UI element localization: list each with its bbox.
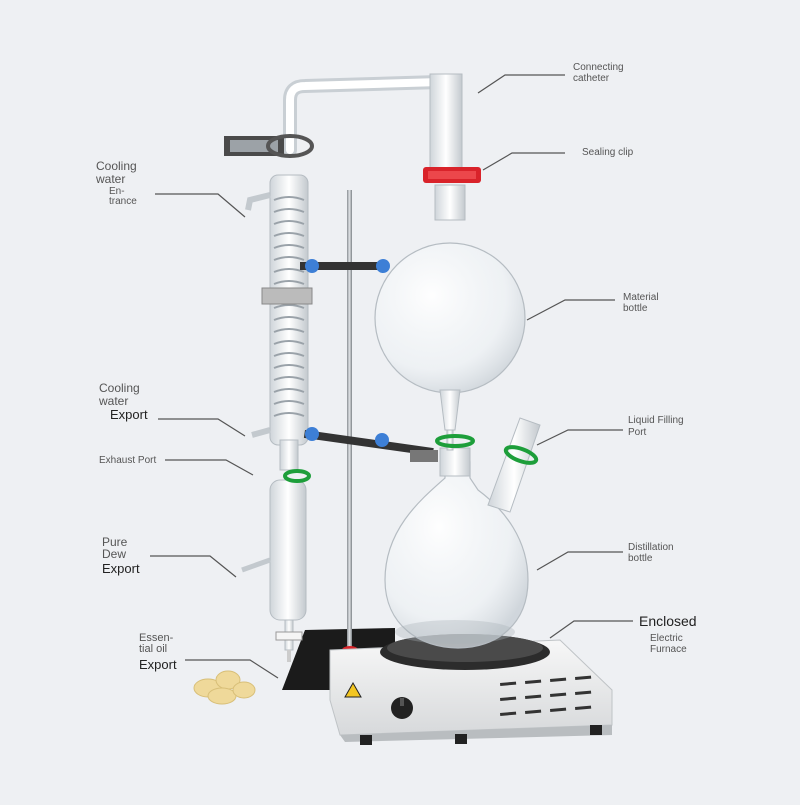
liquid-filling-port	[487, 417, 541, 513]
exhaust-port-label: Exhaust Port	[99, 455, 157, 466]
essential-oil-export-label: Essen- tial oil Export	[139, 632, 177, 672]
distillation-bottle-label: Distillation bottle	[628, 542, 674, 564]
cooling-water-export-label: Cooling water Export	[99, 381, 148, 422]
rubber-connector	[193, 670, 256, 705]
lower-clamp	[303, 427, 438, 462]
power-knob-icon	[391, 697, 413, 719]
connecting-catheter-label: Connecting catheter	[573, 62, 624, 84]
material-bottle	[374, 184, 526, 451]
electric-furnace-label: Electric Furnace	[650, 633, 687, 655]
top-clamp	[224, 134, 314, 158]
cooling-water-entrance-label: Cooling water En- trance	[96, 159, 137, 207]
vent-slots	[499, 675, 592, 716]
distillation-bottle	[384, 447, 529, 649]
electric-furnace	[329, 634, 613, 745]
pure-dew-export-label: Pure Dew Export	[102, 535, 140, 576]
liquid-filling-port-label: Liquid Filling Port	[628, 415, 684, 438]
material-bottle-label: Material bottle	[623, 292, 659, 314]
connecting-catheter	[283, 73, 463, 175]
condenser	[245, 174, 309, 471]
upper-clamp	[261, 259, 390, 305]
warning-triangle-icon	[344, 681, 362, 698]
oil-separator	[241, 469, 311, 662]
clamp-knob-icon	[305, 259, 319, 273]
leader-lines	[150, 74, 633, 679]
stand-rod	[347, 190, 352, 650]
enclosed-label: Enclosed	[639, 613, 697, 629]
sealing-clip-label: Sealing clip	[582, 147, 634, 158]
